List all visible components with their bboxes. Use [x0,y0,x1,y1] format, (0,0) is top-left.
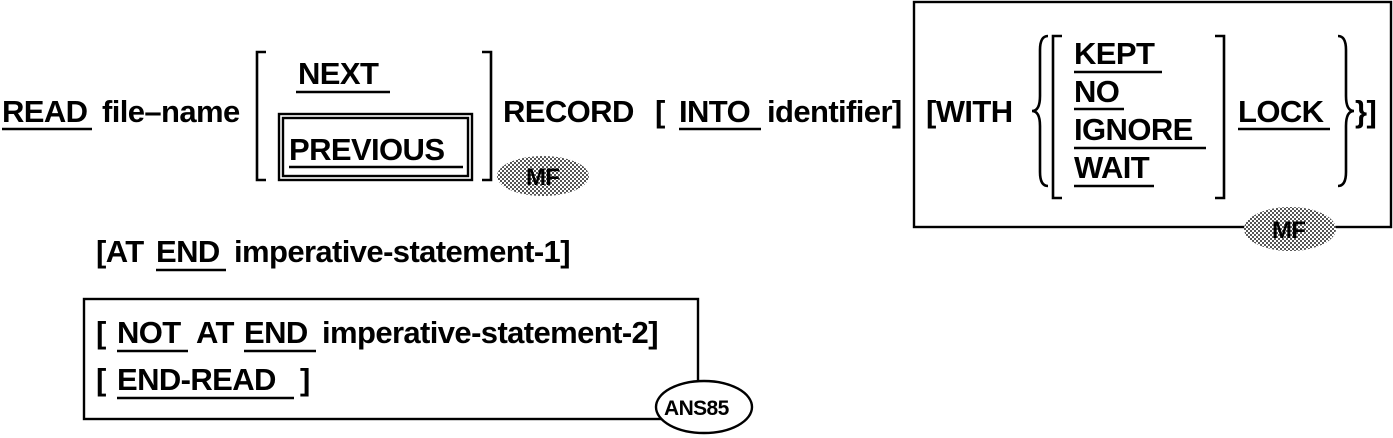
mf-badge-left [497,156,589,196]
lock-option-no: NO [1074,74,1119,109]
imperative-statement-2: imperative-statement-2] [322,315,658,350]
right-bracket-next-previous [482,50,493,182]
previous-inner-box [281,116,470,178]
imperative-statement-1: imperative-statement-1] [234,234,570,269]
mf-badge-right-label: MF [1272,217,1305,244]
keyword-end-read: END-READ [117,362,276,397]
mf-badge-right [1244,207,1336,251]
lock-options-right-bracket [1215,34,1226,200]
keyword-end: END [156,234,220,269]
previous-outer-box [277,112,474,182]
with-open: [WITH [926,94,1013,129]
lock-option-wait: WAIT [1074,150,1150,185]
ans85-badge-label: ANS85 [664,397,730,420]
left-curly-brace [1031,34,1049,188]
at-open: [AT [96,234,144,269]
file-name-operand: file–name [102,94,240,129]
left-bracket-next-previous [255,50,266,182]
keyword-not: NOT [117,315,181,350]
ans85-badge [654,379,754,435]
lock-options-left-bracket [1051,34,1062,200]
into-open-bracket: [ [655,94,665,129]
lock-option-ignore: IGNORE [1074,112,1193,147]
keyword-read: READ [2,94,88,129]
keyword-previous: PREVIOUS [289,132,444,167]
mf-badge-left-label: MF [526,164,559,191]
with-close: }] [1355,94,1376,129]
not-open-bracket: [ [96,315,106,350]
with-lock-clause-box [912,0,1393,229]
lock-option-kept: KEPT [1074,36,1155,71]
identifier-operand: identifier] [767,94,902,129]
right-curly-brace [1337,34,1355,188]
keyword-next: NEXT [298,56,379,91]
keyword-at: AT [196,315,234,350]
ans85-clause-box [82,297,700,421]
endread-open-bracket: [ [96,362,106,397]
keyword-lock: LOCK [1238,94,1325,129]
keyword-end-2: END [244,315,308,350]
endread-close-bracket: ] [300,362,310,397]
keyword-into: INTO [679,94,750,129]
keyword-record: RECORD [503,94,634,129]
